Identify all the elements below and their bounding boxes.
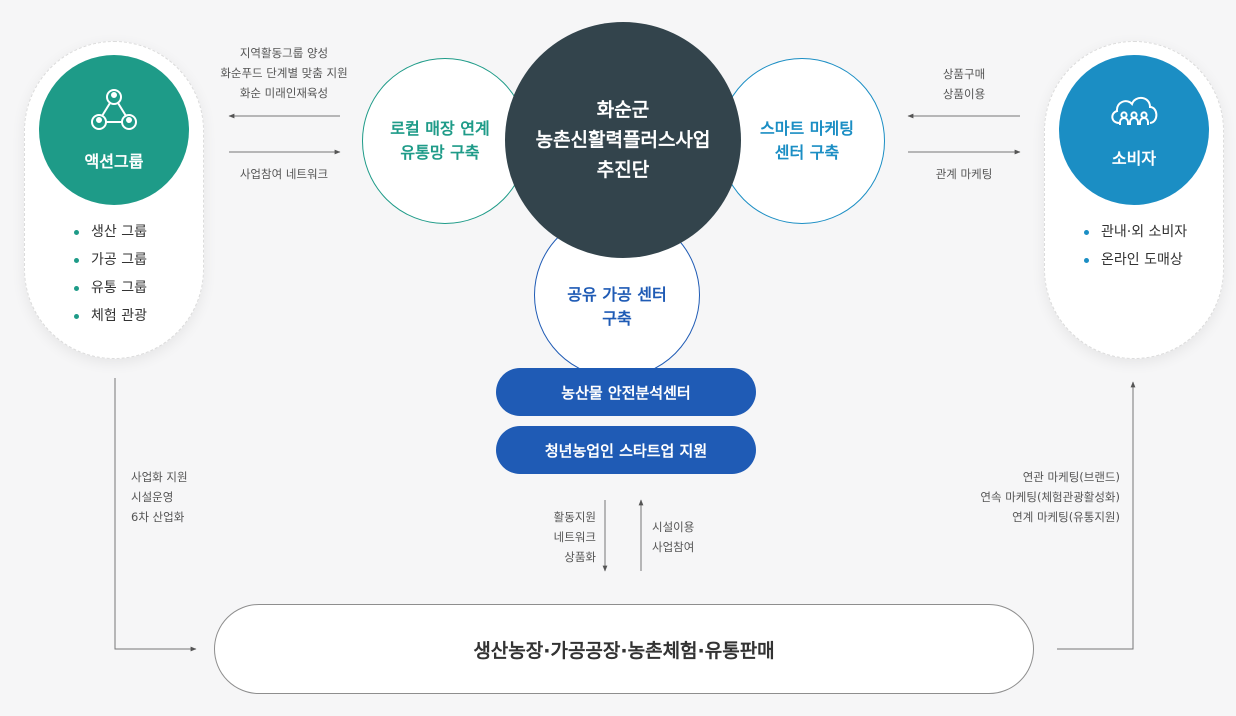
list-item: 생산 그룹 <box>74 218 147 246</box>
list-item: 가공 그룹 <box>74 246 147 274</box>
action-group-list: 생산 그룹 가공 그룹 유통 그룹 체험 관광 <box>74 218 147 330</box>
action-group-circle: 액션그룹 <box>39 55 189 205</box>
safety-analysis-pill: 농산물 안전분석센터 <box>496 368 756 416</box>
right-bottom-annotation: 관계 마케팅 <box>935 167 993 181</box>
consumer-title: 소비자 <box>1111 149 1157 168</box>
center-down-annotation: 활동지원 네트워크 상품화 <box>553 510 596 564</box>
right-vertical-annotation: 연관 마케팅(브랜드) 연속 마케팅(체험관광활성화) 연계 마케팅(유통지원) <box>980 470 1120 524</box>
arrow-left-to-bottom <box>114 378 197 652</box>
consumer-list: 관내·외 소비자 온라인 도매상 <box>1084 218 1187 274</box>
list-item: 체험 관광 <box>74 302 147 330</box>
list-item: 온라인 도매상 <box>1084 246 1187 274</box>
consumer-circle: 소비자 <box>1059 55 1209 205</box>
core-circle: 화순군 농촌신활력플러스사업 추진단 <box>505 22 741 258</box>
left-bottom-annotation: 사업참여 네트워크 <box>239 167 329 181</box>
left-top-annotation: 지역활동그룹 양성 화순푸드 단계별 맞춤 지원 화순 미래인재육성 <box>220 46 348 100</box>
action-group-title: 액션그룹 <box>84 152 144 171</box>
network-people-icon <box>88 88 140 138</box>
bottom-production-pill: 생산농장·가공공장·농촌체험·유통판매 <box>214 604 1034 694</box>
center-up-annotation: 시설이용 사업참여 <box>652 520 695 554</box>
right-top-annotation: 상품구매 상품이용 <box>942 67 986 101</box>
young-farmer-pill: 청년농업인 스타트업 지원 <box>496 426 756 474</box>
list-item: 유통 그룹 <box>74 274 147 302</box>
cloud-people-icon <box>1107 91 1161 135</box>
left-vertical-annotation: 사업화 지원 시설운영 6차 산업화 <box>131 470 188 524</box>
list-item: 관내·외 소비자 <box>1084 218 1187 246</box>
arrow-bottom-to-right <box>1057 381 1136 650</box>
